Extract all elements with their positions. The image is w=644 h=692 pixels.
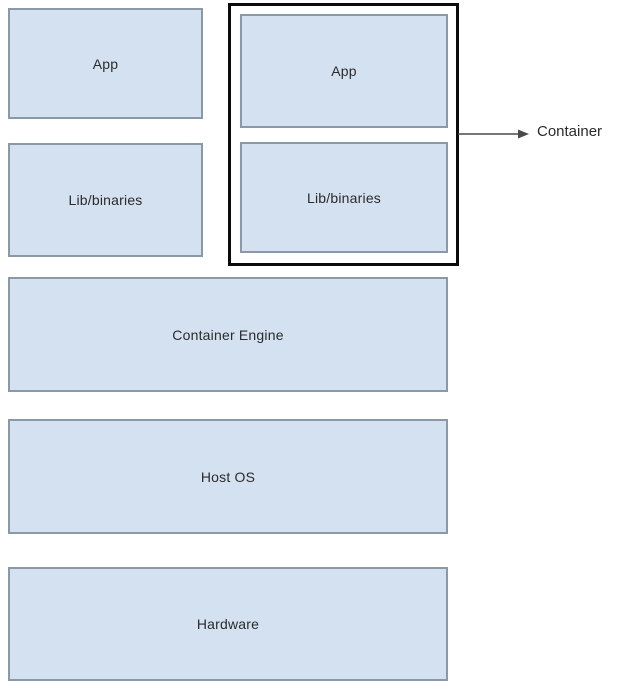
box-container-engine[interactable]: Container Engine: [8, 277, 448, 392]
box-host-os[interactable]: Host OS: [8, 419, 448, 534]
box-hardware-label: Hardware: [196, 616, 260, 632]
box-app-left[interactable]: App: [8, 8, 203, 119]
box-app-right[interactable]: App: [240, 14, 448, 128]
box-lib-binaries-right-label: Lib/binaries: [307, 189, 381, 206]
box-lib-binaries-left[interactable]: Lib/binaries: [8, 143, 203, 257]
box-app-left-label: App: [92, 55, 119, 72]
box-container-engine-label: Container Engine: [172, 326, 284, 343]
box-hardware[interactable]: Hardware: [8, 567, 448, 681]
box-lib-binaries-left-label: Lib/binaries: [68, 192, 143, 208]
box-app-right-label: App: [331, 63, 357, 79]
container-annotation-arrow-icon: [458, 129, 529, 139]
box-lib-binaries-right[interactable]: Lib/binaries: [240, 142, 448, 253]
container-annotation-label: Container: [537, 123, 603, 140]
box-host-os-label: Host OS: [200, 468, 256, 485]
